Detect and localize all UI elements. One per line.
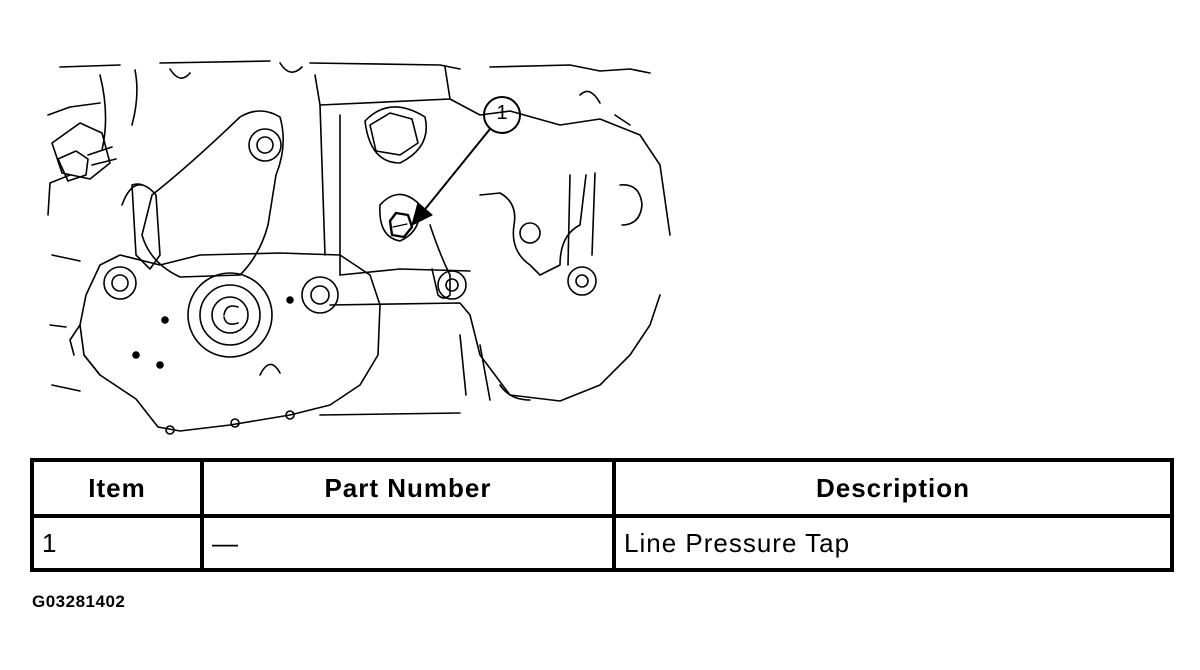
cell-part-number: — xyxy=(200,514,616,572)
cell-description: Line Pressure Tap xyxy=(612,514,1174,572)
transmission-case-illustration: 1 xyxy=(40,55,680,450)
cell-item: 1 xyxy=(30,514,204,572)
transmission-line-drawing xyxy=(47,60,671,435)
table-row: 1 — Line Pressure Tap xyxy=(30,514,1174,572)
parts-table: Item Part Number Description 1 — Line Pr… xyxy=(30,458,1174,572)
callout-1-label: 1 xyxy=(496,102,508,124)
header-item: Item xyxy=(30,458,204,518)
header-part-number: Part Number xyxy=(200,458,616,518)
table-header-row: Item Part Number Description xyxy=(30,458,1174,518)
figure-code: G03281402 xyxy=(32,592,126,611)
header-description: Description xyxy=(612,458,1174,518)
